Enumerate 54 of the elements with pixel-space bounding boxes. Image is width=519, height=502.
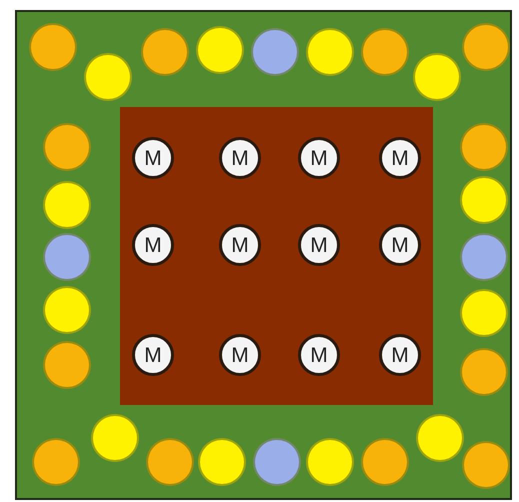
- circle-marker: [460, 123, 508, 171]
- letter-circle: [379, 224, 421, 266]
- circle-marker: [306, 438, 354, 486]
- circle-marker: [462, 23, 510, 71]
- marker-letter: M: [231, 234, 249, 256]
- circle-marker: [146, 438, 194, 486]
- marker-letter: M: [231, 148, 249, 168]
- marker-letter: M: [144, 148, 162, 168]
- marker-letter: M: [310, 148, 328, 168]
- letter-circle: [132, 137, 174, 179]
- letter-circle: [379, 137, 421, 179]
- circle-marker: [43, 123, 91, 171]
- circle-marker: [198, 438, 246, 486]
- letter-circle: [298, 137, 340, 179]
- field-panel: [15, 10, 512, 500]
- letter-circle: [132, 334, 174, 376]
- circle-marker: [253, 438, 301, 486]
- circle-marker: [460, 233, 508, 281]
- circle-marker: [306, 28, 354, 76]
- circle-marker: [43, 286, 91, 334]
- circle-marker: [43, 341, 91, 389]
- circle-marker: [91, 414, 139, 462]
- circle-marker: [413, 53, 461, 101]
- circle-marker: [460, 176, 508, 224]
- letter-circle: [219, 224, 261, 266]
- letter-circle: [298, 334, 340, 376]
- circle-marker: [29, 23, 77, 71]
- marker-letter: M: [391, 148, 409, 168]
- circle-marker: [251, 28, 299, 76]
- circle-marker: [462, 441, 510, 489]
- marker-letter: M: [310, 344, 328, 366]
- circle-marker: [196, 26, 244, 74]
- circle-marker: [460, 348, 508, 396]
- marker-letter: M: [144, 344, 162, 366]
- circle-marker: [460, 289, 508, 337]
- letter-circle: [219, 334, 261, 376]
- letter-circle: [298, 224, 340, 266]
- marker-letter: M: [231, 344, 249, 366]
- circle-marker: [43, 233, 91, 281]
- letter-circle: [219, 137, 261, 179]
- marker-letter: M: [391, 234, 409, 256]
- marker-letter: M: [391, 344, 409, 366]
- circle-marker: [43, 181, 91, 229]
- circle-marker: [416, 414, 464, 462]
- circle-marker: [141, 28, 189, 76]
- circle-marker: [361, 438, 409, 486]
- circle-marker: [361, 28, 409, 76]
- circle-marker: [84, 53, 132, 101]
- letter-circle: [132, 224, 174, 266]
- circle-marker: [32, 438, 80, 486]
- letter-circle: [379, 334, 421, 376]
- area-panel: [120, 107, 433, 405]
- marker-letter: M: [144, 234, 162, 256]
- marker-letter: M: [310, 234, 328, 256]
